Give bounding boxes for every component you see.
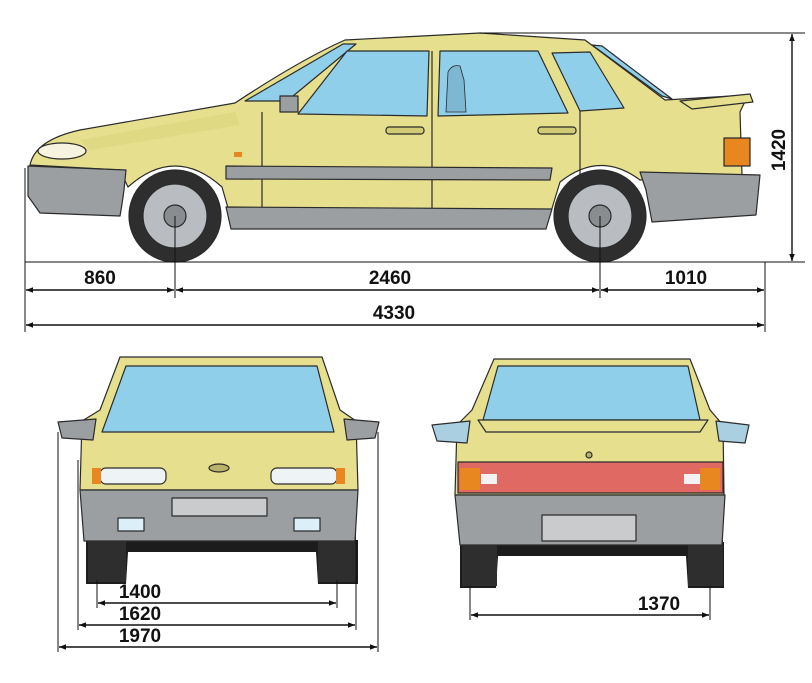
rear-spoiler-lip [477, 419, 709, 433]
trunk-lock [585, 451, 593, 459]
rear-left-reverse-light [481, 474, 497, 484]
side-mirror [279, 95, 299, 113]
front-right-wheel [318, 534, 356, 582]
front-door-handle [385, 126, 425, 135]
side-taillight [723, 137, 751, 167]
side-view: 860 2460 1010 4330 1420 [24, 32, 805, 332]
front-left-mirror [57, 418, 97, 441]
front-right-mirror [343, 418, 380, 441]
side-sill [225, 206, 553, 230]
rear-right-wheel [688, 540, 723, 586]
front-side-window [297, 50, 430, 117]
front-view: 1400 1620 1970 [57, 356, 380, 652]
height-label: 1420 [769, 129, 790, 171]
wheelbase-label: 2460 [369, 268, 411, 289]
rear-bumper [639, 171, 761, 223]
front-left-wheel [88, 534, 126, 582]
rear-left-mirror [431, 420, 471, 444]
front-right-headlight [270, 467, 338, 485]
front-overhang-label: 860 [84, 268, 116, 289]
front-dim-b-label: 1620 [119, 604, 161, 625]
front-dim-a-label: 1400 [119, 582, 161, 603]
front-windshield [244, 43, 357, 102]
front-left-fog-light [117, 517, 145, 532]
rear-window-glass [482, 365, 701, 421]
front-bumper [27, 165, 127, 217]
seat-silhouette [445, 65, 467, 113]
width-label: 1970 [119, 626, 161, 647]
rear-license-plate [541, 514, 637, 542]
front-emblem [208, 463, 230, 473]
rear-shadow [460, 542, 724, 588]
rear-left-indicator [460, 468, 480, 490]
rear-right-indicator [700, 468, 720, 490]
rear-spoiler [679, 93, 754, 110]
rear-right-reverse-light [684, 474, 700, 484]
rear-windshield [591, 44, 673, 100]
rear-track-label: 1370 [638, 594, 680, 615]
rear-side-window [437, 50, 569, 117]
rear-overhang-label: 1010 [665, 268, 707, 289]
front-right-fog-light [293, 517, 321, 532]
front-left-headlight [99, 467, 167, 485]
length-label: 4330 [373, 303, 415, 324]
rear-left-wheel [462, 540, 497, 586]
rear-view: 1370 [431, 358, 750, 620]
rear-door-handle [537, 126, 577, 135]
side-hood-shade [80, 112, 240, 150]
front-license-plate [171, 497, 268, 517]
front-windshield-glass [101, 365, 335, 433]
quarter-window [551, 51, 625, 112]
front-right-indicator [336, 468, 345, 484]
side-marker [234, 152, 242, 157]
taillight-bar [457, 461, 724, 494]
rear-right-mirror [715, 420, 750, 444]
front-shadow [86, 540, 358, 584]
side-molding [225, 165, 553, 181]
front-left-indicator [92, 468, 101, 484]
side-headlight [37, 142, 87, 160]
